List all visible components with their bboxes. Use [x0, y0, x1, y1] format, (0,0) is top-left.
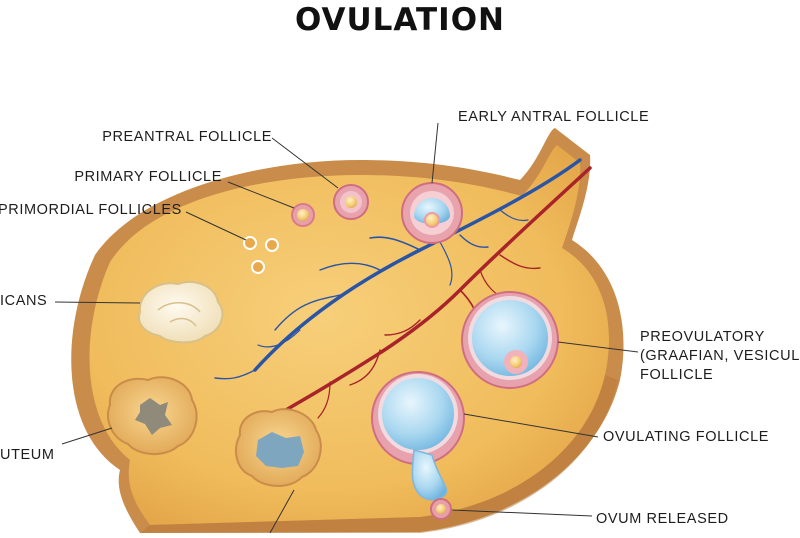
- early-antral-follicle: [401, 182, 463, 244]
- primordial-follicles: [243, 236, 279, 274]
- corpus-luteum-1: [107, 376, 198, 455]
- released-ovum: [430, 498, 452, 520]
- label-preovulatory-line2: (GRAAFIAN, VESICUL: [640, 348, 800, 364]
- artery-branches: [268, 166, 592, 422]
- ovary-stroma: [89, 145, 609, 525]
- diagram-title: OVULATION: [294, 2, 505, 38]
- preovulatory-follicle: [461, 291, 559, 389]
- leader-lines: [54, 122, 639, 534]
- label-ovulating-follicle: OVULATING FOLLICLE: [603, 429, 770, 445]
- preantral-follicle: [333, 184, 369, 220]
- label-early-antral-follicle: EARLY ANTRAL FOLLICLE: [458, 109, 650, 125]
- primary-follicle: [291, 203, 315, 227]
- corpus-albicans: [138, 281, 224, 344]
- label-preovulatory-line1: PREOVULATORY: [640, 329, 765, 345]
- label-corpus-albicans: ICANS: [0, 293, 48, 309]
- label-primary-follicle: PRIMARY FOLLICLE: [74, 169, 222, 185]
- vein-branches: [214, 158, 582, 380]
- label-ovum-released: OVUM RELEASED: [596, 511, 729, 527]
- corpus-luteum-2: [235, 408, 322, 487]
- label-preantral-follicle: PREANTRAL FOLLICLE: [102, 129, 272, 145]
- label-primordial-follicles: PRIMORDIAL FOLLICLES: [0, 202, 182, 218]
- label-corpus-luteum: UTEUM: [0, 447, 55, 463]
- label-preovulatory-line3: FOLLICLE: [640, 367, 714, 383]
